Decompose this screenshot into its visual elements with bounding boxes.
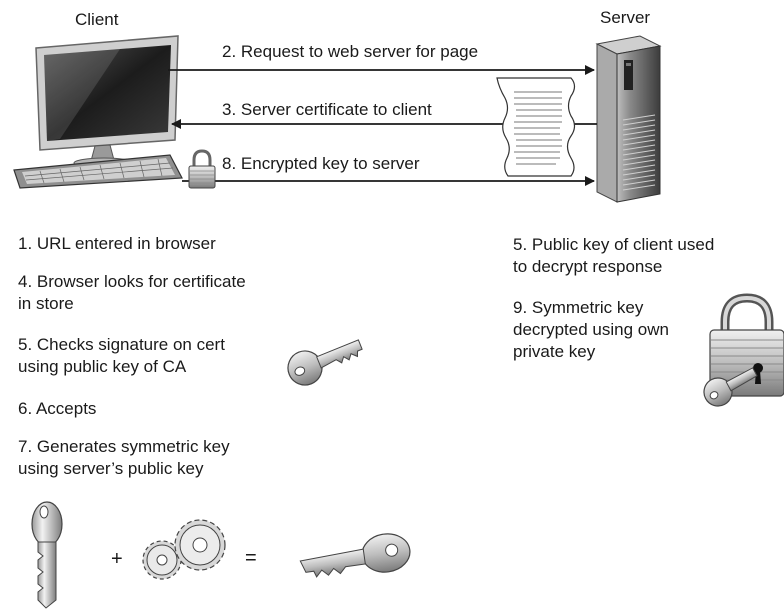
client-step-4-line2: in store — [18, 294, 74, 313]
plus-sign: + — [111, 548, 123, 570]
key-in-lock-icon — [703, 367, 758, 407]
key-icon — [287, 339, 363, 386]
server-label: Server — [600, 8, 651, 27]
equals-sign: = — [245, 547, 257, 569]
server-step-9-line2: decrypted using own — [513, 320, 669, 339]
arrow-label-encrypted-key: 8. Encrypted key to server — [222, 154, 420, 173]
client-step-1: 1. URL entered in browser — [18, 234, 216, 253]
server-step-5-line2: to decrypt response — [513, 257, 663, 276]
key-vertical-icon — [31, 501, 63, 609]
computer-icon — [35, 35, 179, 169]
keyboard-icon — [13, 154, 183, 189]
client-step-7-line1: 7. Generates symmetric key — [18, 437, 230, 456]
client-step-5-line1: 5. Checks signature on cert — [18, 335, 225, 354]
client-step-5-line2: using public key of CA — [18, 357, 187, 376]
client-step-7-line2: using server’s public key — [18, 459, 204, 478]
arrow-label-request: 2. Request to web server for page — [222, 42, 479, 61]
key-horizontal-icon — [299, 533, 411, 578]
server-step-9-line3: private key — [513, 342, 596, 361]
client-step-6: 6. Accepts — [18, 399, 97, 418]
server-icon — [595, 35, 662, 203]
gears-icon — [142, 519, 226, 580]
server-step-5-line1: 5. Public key of client used — [513, 235, 715, 254]
arrow-label-certificate: 3. Server certificate to client — [222, 100, 432, 119]
padlock-large-icon — [709, 293, 784, 397]
client-label: Client — [75, 10, 119, 29]
server-step-9-line1: 9. Symmetric key — [513, 298, 644, 317]
client-step-4-line1: 4. Browser looks for certificate — [18, 272, 246, 291]
certificate-icon — [496, 77, 576, 177]
padlock-small-icon — [188, 149, 216, 189]
